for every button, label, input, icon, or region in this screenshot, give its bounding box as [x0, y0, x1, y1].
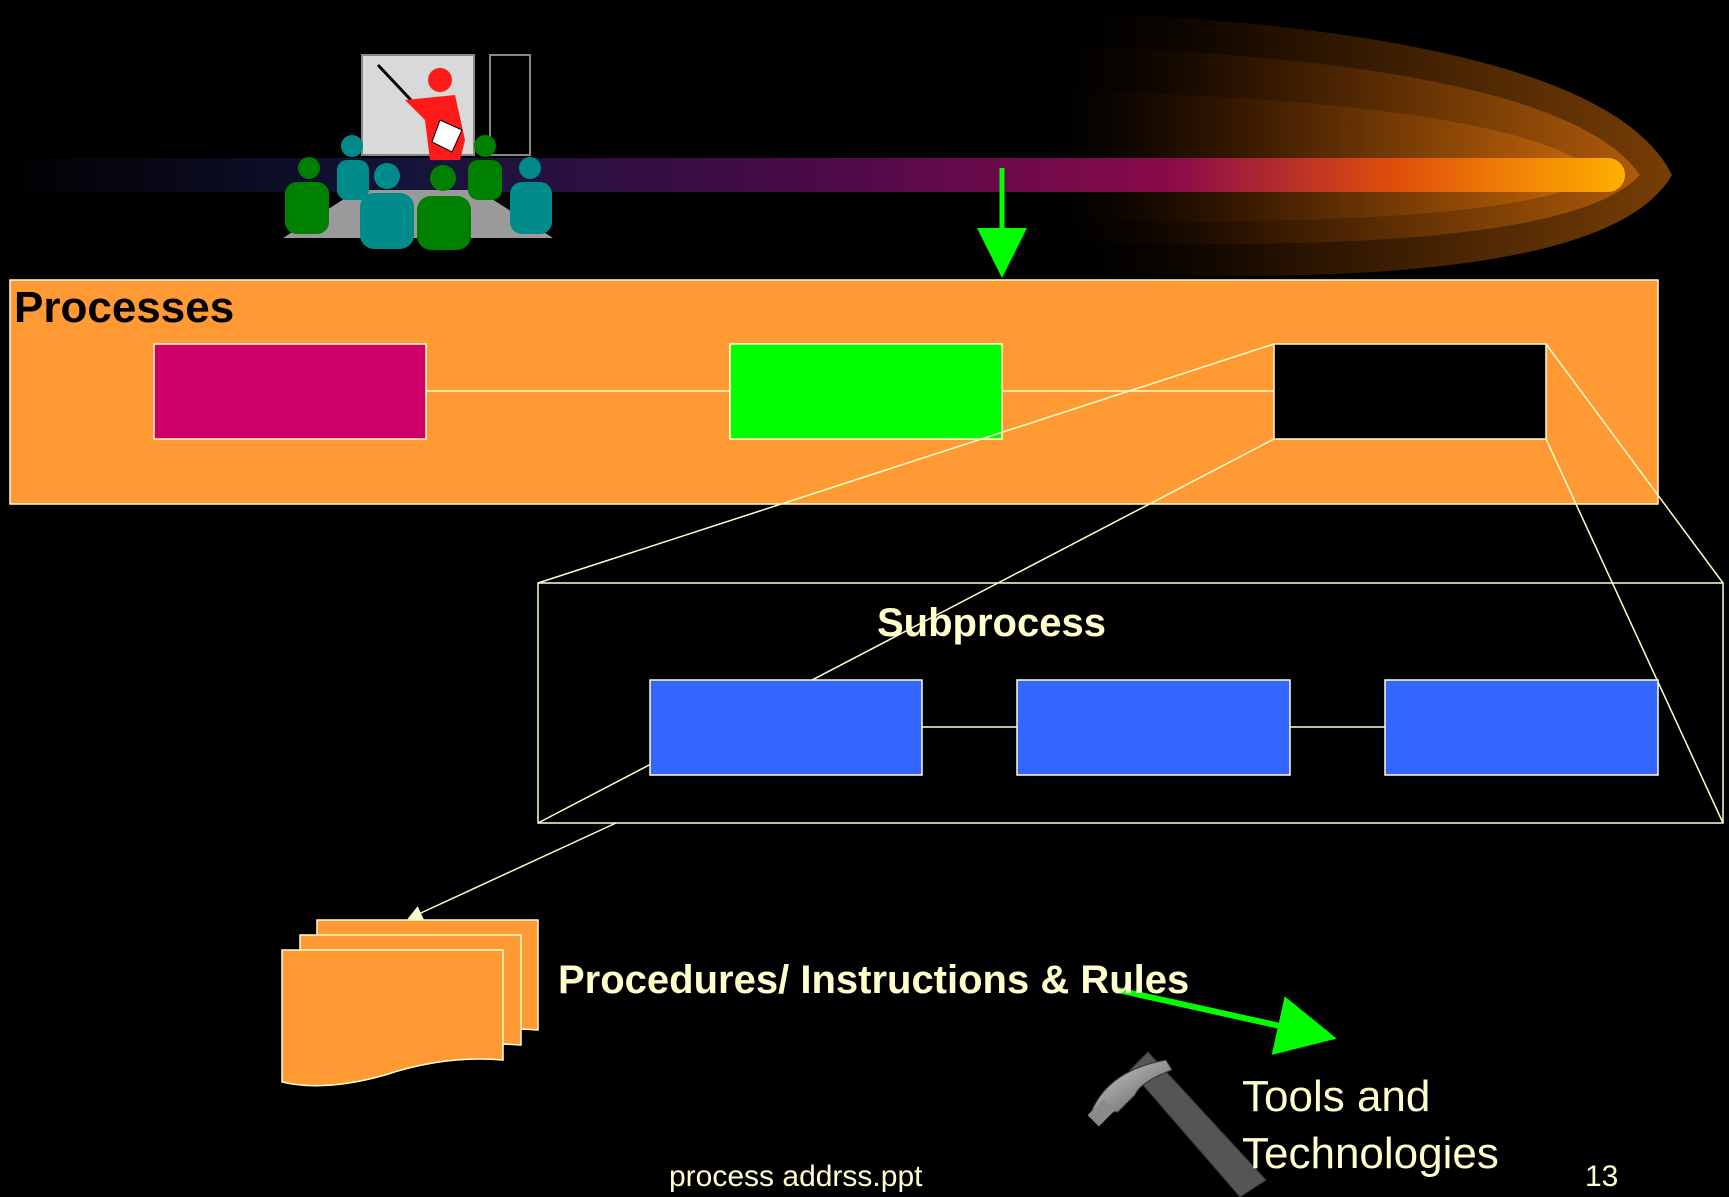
subprocess-step-3 — [1384, 679, 1659, 776]
processes-title: Processes — [14, 283, 235, 332]
presentation-meeting-icon — [283, 54, 553, 250]
hammer-icon — [1087, 1051, 1267, 1197]
header-flare-decoration — [0, 10, 1672, 276]
procedures-label: Procedures/ Instructions & Rules — [558, 958, 1190, 1002]
tools-label: Tools and Technologies — [1242, 1072, 1499, 1178]
procedures-arrow — [407, 822, 617, 920]
subprocess-box — [537, 582, 1724, 824]
subprocess-title: Subprocess — [877, 601, 1106, 645]
tools-arrow — [1117, 987, 1337, 1055]
subprocess-step-1 — [649, 679, 923, 776]
process-step-3 — [1273, 343, 1547, 440]
document-stack-icon — [281, 919, 539, 1087]
subprocess-step-2 — [1016, 679, 1291, 776]
process-step-1 — [153, 343, 427, 440]
process-step-2 — [729, 343, 1003, 440]
footer-filename: process addrss.ppt — [669, 1160, 923, 1193]
page-number: 13 — [1585, 1160, 1619, 1193]
